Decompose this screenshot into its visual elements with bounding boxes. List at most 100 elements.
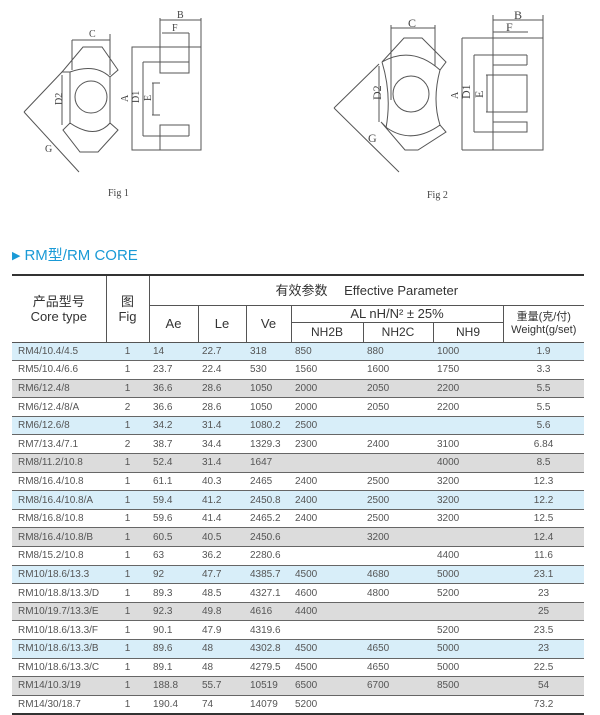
cell-ve: 4385.7 xyxy=(246,565,291,585)
cell-nh2c: 1600 xyxy=(363,360,433,380)
cell-nh9: 1000 xyxy=(433,342,503,362)
header-le: Le xyxy=(197,305,247,343)
cell-ae: 190.4 xyxy=(149,695,198,715)
cell-core-type: RM10/18.6/13.3/B xyxy=(12,639,106,659)
cell-ae: 63 xyxy=(149,546,198,566)
cell-ve: 318 xyxy=(246,342,291,362)
cell-core-type: RM10/18.8/13.3/D xyxy=(12,583,106,603)
cell-ae: 188.8 xyxy=(149,676,198,696)
cell-nh2c: 4680 xyxy=(363,565,433,585)
cell-core-type: RM10/18.6/13.3 xyxy=(12,565,106,585)
cell-core-type: RM10/18.6/13.3/C xyxy=(12,658,106,678)
cell-ve: 1050 xyxy=(246,379,291,399)
cell-ve: 14079 xyxy=(246,695,291,715)
cell-ae: 90.1 xyxy=(149,620,198,640)
dim-label-d2: D2 xyxy=(54,93,65,105)
cell-weight: 25 xyxy=(503,602,585,622)
cell-core-type: RM10/19.7/13.3/E xyxy=(12,602,106,622)
cell-le: 40.5 xyxy=(198,527,246,548)
cell-le: 48.5 xyxy=(198,583,246,603)
figure-1-caption: Fig 1 xyxy=(108,188,129,199)
cell-core-type: RM8/16.4/10.8 xyxy=(12,472,106,492)
cell-weight: 1.9 xyxy=(503,342,585,362)
cell-nh9: 5000 xyxy=(433,658,503,678)
cell-core-type: RM8/11.2/10.8 xyxy=(12,453,106,473)
cell-nh2b: 850 xyxy=(291,342,363,362)
cell-fig: 1 xyxy=(106,695,149,715)
cell-ae: 89.3 xyxy=(149,583,198,603)
cell-core-type: RM10/18.6/13.3/F xyxy=(12,620,106,640)
dim-label-e: E xyxy=(143,95,154,101)
dim-label-d1: D1 xyxy=(131,91,142,103)
cell-ae: 61.1 xyxy=(149,472,198,492)
header-nh2c: NH2C xyxy=(362,322,434,343)
cell-fig: 1 xyxy=(106,342,149,362)
cell-nh9: 5000 xyxy=(433,639,503,659)
cell-nh2b: 4500 xyxy=(291,658,363,678)
cell-weight: 5.5 xyxy=(503,397,585,417)
cell-ae: 59.4 xyxy=(149,490,198,510)
cell-nh2b xyxy=(291,527,363,548)
cell-weight: 22.5 xyxy=(503,658,585,678)
header-nh2b: NH2B xyxy=(291,322,364,343)
cell-nh9: 3200 xyxy=(433,472,503,492)
cell-le: 49.8 xyxy=(198,602,246,622)
dim-label-a: A xyxy=(450,91,461,99)
header-ae: Ae xyxy=(149,305,199,343)
cell-nh9: 1750 xyxy=(433,360,503,380)
cell-nh2b: 2500 xyxy=(291,416,363,436)
cell-nh2c: 2400 xyxy=(363,434,433,455)
cell-weight: 73.2 xyxy=(503,695,585,715)
cell-weight: 12.2 xyxy=(503,490,585,510)
dim-label-a: A xyxy=(120,94,131,102)
triangle-right-icon: ▶ xyxy=(12,250,21,262)
cell-ae: 36.6 xyxy=(149,379,198,399)
cell-nh2c: 4650 xyxy=(363,658,433,678)
cell-nh2c xyxy=(363,602,433,622)
cell-core-type: RM5/10.4/6.6 xyxy=(12,360,106,380)
cell-ae: 92.3 xyxy=(149,602,198,622)
cell-le: 28.6 xyxy=(198,397,246,417)
cell-nh2c: 2050 xyxy=(363,397,433,417)
cell-nh2b: 4500 xyxy=(291,639,363,659)
cell-fig: 2 xyxy=(106,434,149,455)
cell-nh2c: 6700 xyxy=(363,676,433,696)
cell-nh2b: 4600 xyxy=(291,583,363,603)
section-title: ▶RM型/RM CORE xyxy=(12,244,138,265)
cell-ve: 2465 xyxy=(246,472,291,492)
cell-le: 31.4 xyxy=(198,416,246,436)
cell-ae: 60.5 xyxy=(149,527,198,548)
cell-nh9: 2200 xyxy=(433,397,503,417)
cell-le: 22.4 xyxy=(198,360,246,380)
cell-fig: 1 xyxy=(106,453,149,473)
cell-nh9: 4000 xyxy=(433,453,503,473)
cell-ve: 2280.6 xyxy=(246,546,291,566)
cell-weight: 12.5 xyxy=(503,509,585,529)
cell-le: 47.7 xyxy=(198,565,246,585)
cell-ae: 23.7 xyxy=(149,360,198,380)
cell-ae: 52.4 xyxy=(149,453,198,473)
cell-core-type: RM14/10.3/19 xyxy=(12,676,106,696)
cell-nh2c xyxy=(363,620,433,640)
cell-ae: 89.6 xyxy=(149,639,198,659)
cell-le: 31.4 xyxy=(198,453,246,473)
cell-nh2b xyxy=(291,453,363,473)
cell-nh2b: 2400 xyxy=(291,509,363,529)
cell-ve: 4279.5 xyxy=(246,658,291,678)
cell-core-type: RM8/16.4/10.8/B xyxy=(12,527,106,548)
cell-core-type: RM4/10.4/4.5 xyxy=(12,342,106,362)
header-nh9: NH9 xyxy=(432,322,503,343)
cell-nh2c xyxy=(363,695,433,715)
